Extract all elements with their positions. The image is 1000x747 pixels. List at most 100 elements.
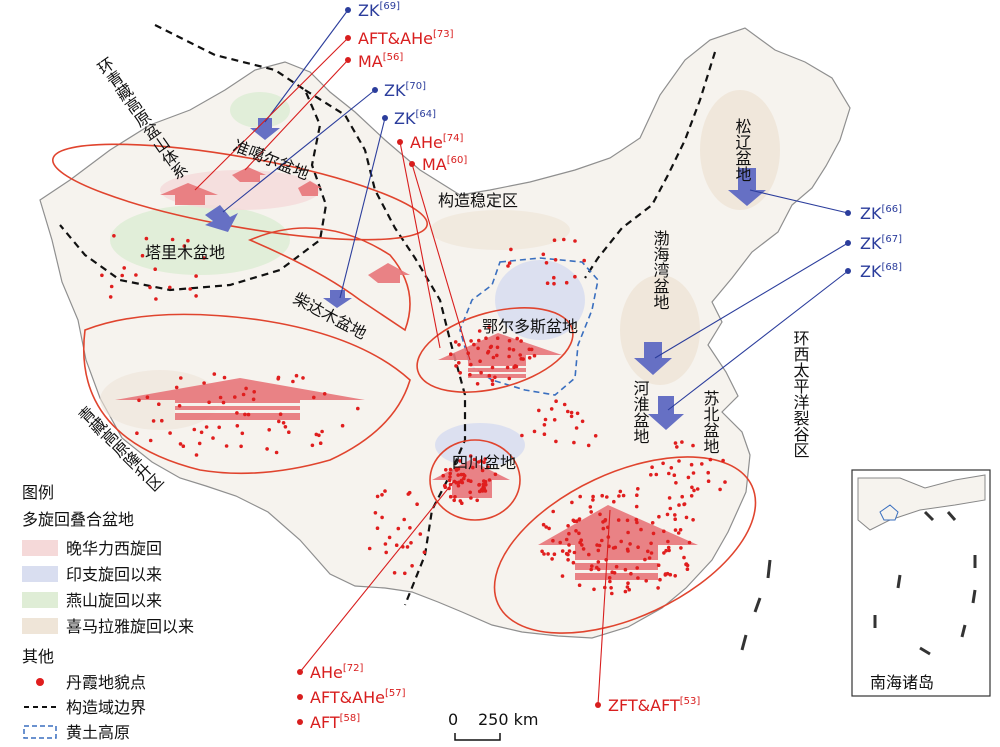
- danxia-point: [574, 426, 579, 430]
- scale-distance: 250 km: [478, 710, 538, 729]
- danxia-point: [507, 338, 512, 343]
- danxia-point: [635, 520, 639, 525]
- danxia-point: [515, 336, 519, 341]
- danxia-point: [662, 529, 666, 534]
- danxia-point: [506, 264, 510, 268]
- danxia-point: [577, 518, 581, 522]
- danxia-point: [564, 537, 569, 542]
- danxia-point: [520, 433, 524, 438]
- danxia-point: [673, 574, 677, 578]
- danxia-point: [560, 549, 565, 553]
- danxia-point: [577, 531, 581, 536]
- ref-zft-aft53: ZFT&AFT[53]: [608, 696, 700, 715]
- danxia-point: [567, 531, 571, 536]
- danxia-point: [605, 495, 609, 499]
- danxia-point: [562, 402, 567, 407]
- danxia-point: [244, 386, 248, 391]
- danxia-point: [545, 281, 550, 286]
- danxia-point: [625, 518, 630, 523]
- danxia-point: [454, 467, 459, 471]
- danxia-point: [674, 481, 678, 485]
- danxia-point: [507, 347, 512, 351]
- danxia-point: [406, 492, 411, 496]
- danxia-point: [383, 542, 388, 546]
- danxia-point: [274, 450, 279, 455]
- danxia-point: [552, 418, 557, 422]
- danxia-point: [560, 574, 565, 578]
- danxia-point: [459, 472, 464, 477]
- danxia-point: [589, 567, 593, 572]
- danxia-point: [650, 465, 654, 470]
- danxia-point: [706, 470, 710, 475]
- danxia-point: [612, 499, 616, 504]
- label-ordos: 鄂尔多斯盆地: [482, 317, 578, 336]
- danxia-point: [673, 513, 677, 517]
- danxia-point: [409, 541, 413, 545]
- danxia-point: [656, 586, 660, 590]
- danxia-point: [601, 520, 605, 524]
- danxia-point: [663, 572, 668, 576]
- danxia-point: [689, 462, 694, 467]
- danxia-point: [402, 517, 407, 522]
- danxia-points: [100, 234, 727, 596]
- danxia-point: [569, 410, 574, 415]
- label-stable-zone: 构造稳定区: [438, 191, 518, 210]
- danxia-point: [457, 361, 461, 365]
- danxia-point: [564, 280, 569, 285]
- danxia-point: [596, 560, 601, 564]
- danxia-point: [392, 571, 397, 575]
- danxia-point: [276, 375, 281, 380]
- danxia-point: [483, 457, 488, 461]
- danxia-point: [153, 267, 157, 272]
- danxia-point: [157, 402, 161, 407]
- danxia-point: [396, 526, 401, 531]
- legend-title: 图例: [22, 483, 54, 502]
- danxia-point: [667, 471, 671, 476]
- danxia-point: [177, 404, 182, 408]
- ref-ma60: MA[60]: [422, 155, 467, 174]
- leader-dots: [297, 7, 851, 725]
- danxia-point: [477, 482, 482, 487]
- danxia-point: [649, 541, 653, 546]
- danxia-point: [511, 348, 516, 352]
- legend-swatch-0: [22, 540, 58, 556]
- danxia-point: [590, 564, 594, 568]
- danxia-point: [454, 364, 458, 368]
- danxia-point: [493, 375, 497, 380]
- danxia-point: [550, 557, 554, 561]
- danxia-point: [135, 431, 139, 436]
- danxia-point: [491, 355, 496, 360]
- danxia-point: [595, 565, 599, 570]
- danxia-point: [634, 517, 639, 522]
- danxia-point: [217, 425, 221, 430]
- danxia-point: [312, 395, 316, 400]
- danxia-point: [593, 434, 598, 438]
- danxia-point: [656, 563, 661, 567]
- danxia-point: [481, 482, 486, 487]
- danxia-point: [478, 359, 482, 364]
- danxia-point: [483, 489, 488, 493]
- danxia-point: [621, 493, 626, 498]
- danxia-point: [148, 438, 153, 443]
- danxia-point: [168, 431, 172, 435]
- danxia-point: [634, 504, 639, 509]
- danxia-point: [635, 566, 639, 570]
- legend-item-2: 燕山旋回以来: [66, 591, 162, 610]
- danxia-point: [405, 545, 410, 549]
- danxia-point: [194, 274, 198, 278]
- danxia-point: [204, 425, 209, 429]
- danxia-point: [109, 284, 114, 289]
- danxia-point: [375, 494, 380, 499]
- danxia-point: [495, 336, 500, 341]
- danxia-point: [626, 530, 630, 535]
- danxia-point: [444, 468, 448, 472]
- scale-zero: 0: [448, 710, 458, 729]
- danxia-point: [495, 345, 500, 350]
- danxia-point: [241, 392, 246, 397]
- danxia-point: [578, 540, 582, 545]
- danxia-point: [552, 275, 556, 280]
- danxia-point: [706, 479, 711, 484]
- danxia-point: [387, 535, 392, 540]
- danxia-point: [616, 518, 621, 522]
- label-sichuan: 四川盆地: [452, 453, 516, 472]
